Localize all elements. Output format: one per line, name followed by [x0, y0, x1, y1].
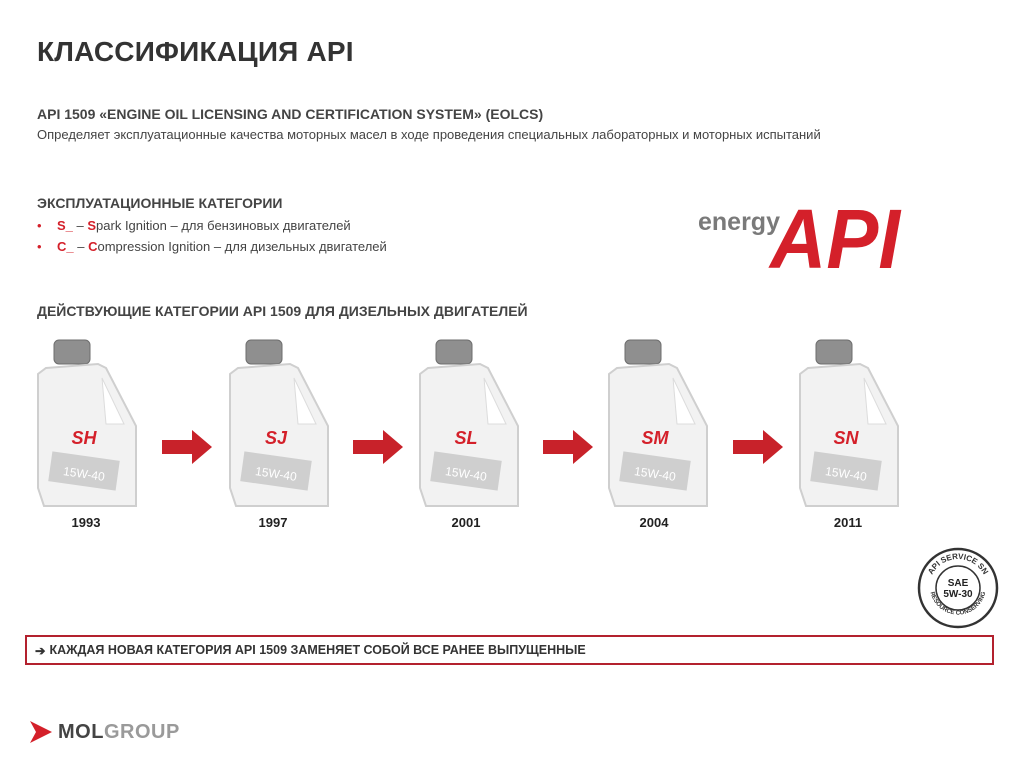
oil-bottle-sj: SJ 15W-40 [229, 339, 329, 507]
brand-group: GROUP [103, 720, 180, 743]
year-label: 2004 [639, 515, 669, 530]
oil-bottle-sm: SM 15W-40 [608, 339, 708, 507]
energy-api-logo: energy API [698, 196, 902, 272]
bottle-viscosity: 15W-40 [633, 464, 677, 484]
logo-api-text: API [768, 196, 901, 272]
page-title: КЛАССИФИКАЦИЯ API [37, 36, 354, 67]
bottle-code: SJ [265, 428, 288, 448]
category-code: C_ [57, 239, 74, 254]
bottle-code: SL [454, 428, 477, 448]
mol-group-logo: MOLGROUP [30, 720, 180, 744]
bottle-viscosity: 15W-40 [62, 464, 106, 484]
api-service-seal-icon: API SERVICE SN RESOURCE CONSERVING SAE 5… [917, 547, 999, 629]
category-letter: C [88, 239, 98, 254]
categories-heading: ЭКСПЛУАТАЦИОННЫЕ КАТЕГОРИИ [37, 195, 283, 211]
bullet-icon: • [37, 239, 42, 254]
standard-description: Определяет эксплуатационные качества мот… [37, 127, 821, 142]
bottle-code: SN [833, 428, 859, 448]
bottle-code: SM [642, 428, 670, 448]
bottle-viscosity: 15W-40 [444, 464, 488, 484]
category-item-compression: •C_ – Compression Ignition – для дизельн… [37, 236, 387, 257]
oil-bottle-sh: SH 15W-40 [37, 339, 137, 507]
categories-list: •S_ – Spark Ignition – для бензиновых дв… [37, 215, 387, 257]
year-label: 2011 [833, 515, 863, 530]
diesel-categories-heading: ДЕЙСТВУЮЩИЕ КАТЕГОРИИ API 1509 ДЛЯ ДИЗЕЛ… [37, 303, 528, 319]
seal-center-line2: 5W-30 [943, 589, 973, 600]
banner-text: КАЖДАЯ НОВАЯ КАТЕГОРИЯ API 1509 ЗАМЕНЯЕТ… [49, 643, 586, 657]
arrow-right-icon [353, 430, 403, 464]
arrow-right-icon [543, 430, 593, 464]
category-text: park Ignition – для бензиновых двигателе… [96, 218, 351, 233]
arrow-right-icon [162, 430, 212, 464]
standard-title: API 1509 «ENGINE OIL LICENSING AND CERTI… [37, 106, 544, 122]
summary-banner: ➔ КАЖДАЯ НОВАЯ КАТЕГОРИЯ API 1509 ЗАМЕНЯ… [25, 635, 994, 665]
bullet-icon: • [37, 218, 42, 233]
category-text: ompression Ignition – для дизельных двиг… [97, 239, 387, 254]
arrow-right-icon [733, 430, 783, 464]
bottle-viscosity: 15W-40 [254, 464, 298, 484]
bottle-viscosity: 15W-40 [824, 464, 868, 484]
brand-mol: MOL [58, 720, 104, 743]
category-item-spark: •S_ – Spark Ignition – для бензиновых дв… [37, 215, 387, 236]
logo-energy-text: energy [698, 208, 780, 236]
category-letter: S [87, 218, 97, 233]
category-code: S_ [57, 218, 73, 233]
year-label: 2001 [451, 515, 481, 530]
arrow-right-icon: ➔ [35, 643, 46, 658]
bottle-code: SH [71, 428, 97, 448]
mol-logo-text: MOLGROUP [58, 721, 180, 744]
oil-bottle-sl: SL 15W-40 [419, 339, 519, 507]
mol-logo-icon [30, 721, 52, 743]
seal-center-line1: SAE [948, 578, 969, 589]
year-label: 1993 [71, 515, 101, 530]
oil-bottle-sn: SN 15W-40 [799, 339, 899, 507]
year-label: 1997 [258, 515, 288, 530]
